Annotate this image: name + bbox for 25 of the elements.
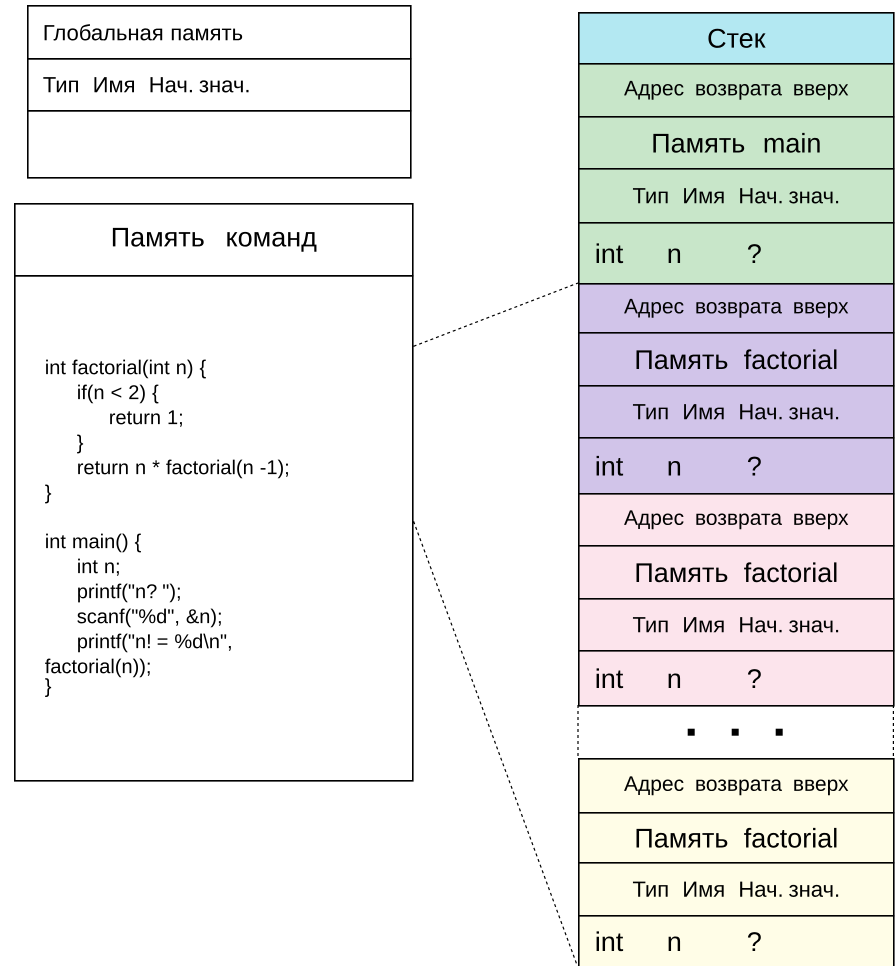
frame-header: Память factorial [578, 332, 895, 387]
variable-row: int n ? [578, 650, 895, 707]
frame-header: Память main [578, 116, 895, 170]
table-header: Глобальная память [27, 5, 412, 60]
stack-header: Стек [578, 12, 895, 65]
variable-row: int n ? [578, 437, 895, 495]
column-headers: Тип Имя Нач. знач. [578, 168, 895, 224]
empty-cell [27, 110, 412, 179]
return-address-cell: Адрес возврата вверх [578, 283, 895, 334]
column-headers: Тип Имя Нач. знач. [27, 58, 412, 112]
code-block: int factorial(int n) { if(n < 2) { return 1; } return n * factorial(n -1); } int main() { int n; printf("n? "); scanf("%d", &n); printf("n! = %d\n", factorial(n)); } [14, 275, 414, 782]
frame-header: Память factorial [578, 545, 895, 600]
return-address-cell: Адрес возврата вверх [578, 63, 895, 118]
variable-row: int n ? [578, 915, 895, 966]
column-headers: Тип Имя Нач. знач. [578, 385, 895, 439]
leader-line [413, 282, 578, 347]
ellipsis-row [577, 704, 894, 759]
return-address-cell: Адрес возврата вверх [578, 758, 895, 814]
column-headers: Тип Имя Нач. знач. [578, 862, 895, 917]
table-header: Память команд [14, 203, 414, 277]
variable-row: int n ? [578, 222, 895, 285]
column-headers: Тип Имя Нач. знач. [578, 598, 895, 652]
frame-header: Память factorial [578, 812, 895, 864]
return-address-cell: Адрес возврата вверх [578, 493, 895, 547]
leader-line [413, 521, 579, 966]
